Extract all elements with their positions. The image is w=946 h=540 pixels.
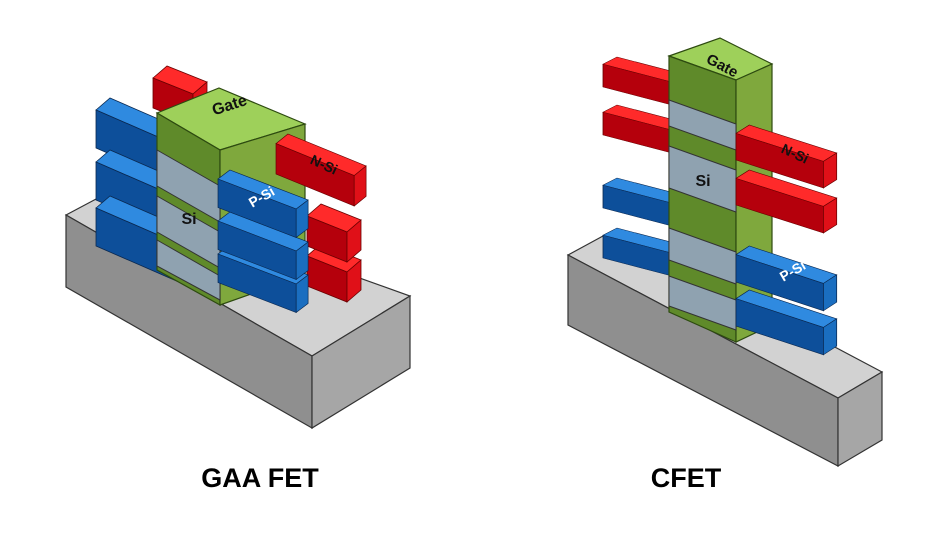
channel-label: Si [695,173,710,190]
cfet-caption: CFET [650,463,722,493]
gaa-fet-caption: GAA FET [201,463,319,493]
channel-label: Si [181,211,196,228]
cfet-diagram: Gate Si N-Si P-Si [566,37,884,468]
gaa-fet-diagram: Gate Si N-Si P-Si [64,65,412,430]
